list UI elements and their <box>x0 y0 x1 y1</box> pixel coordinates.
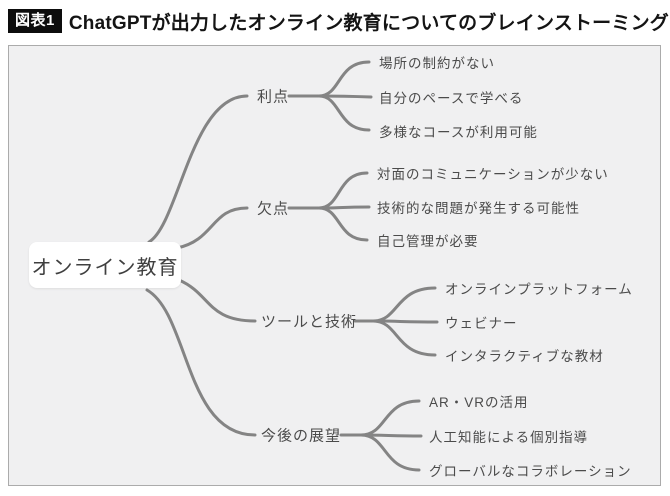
root-node: オンライン教育 <box>29 242 181 288</box>
figure-number-badge: 図表1 <box>8 9 62 33</box>
leaf-interactive-materials: インタラクティブな教材 <box>445 349 604 364</box>
leaf-global-collaboration: グローバルなコラボレーション <box>429 464 632 479</box>
mindmap-connector-lines <box>145 60 439 472</box>
leaf-variety-of-courses: 多様なコースが利用可能 <box>379 125 538 140</box>
branch-tools-and-technology: ツールと技術 <box>261 313 358 331</box>
figure-title: ChatGPTが出力したオンライン教育についてのブレインストーミング <box>68 12 669 34</box>
leaf-less-face-to-face-communication: 対面のコミュニケーションが少ない <box>377 167 609 182</box>
leaf-online-platform: オンラインプラットフォーム <box>445 282 633 297</box>
leaf-webinar: ウェビナー <box>445 316 518 331</box>
branch-advantages: 利点 <box>257 88 290 106</box>
leaf-possible-technical-problems: 技術的な問題が発生する可能性 <box>377 201 580 216</box>
mindmap-diagram: オンライン教育 利点 欠点 ツールと技術 今後の展望 場所の制約がない 自分のペ… <box>8 45 661 486</box>
branch-future-outlook: 今後の展望 <box>261 427 342 445</box>
leaf-self-management-required: 自己管理が必要 <box>377 234 479 249</box>
leaf-ai-individual-instruction: 人工知能による個別指導 <box>429 430 589 445</box>
leaf-no-location-constraints: 場所の制約がない <box>379 56 495 71</box>
branch-disadvantages: 欠点 <box>257 200 290 218</box>
figure-header: 図表1 ChatGPTが出力したオンライン教育についてのブレインストーミング <box>8 6 669 36</box>
leaf-ar-vr-utilization: AR・VRの活用 <box>429 395 529 410</box>
leaf-learn-at-own-pace: 自分のペースで学べる <box>379 91 524 106</box>
